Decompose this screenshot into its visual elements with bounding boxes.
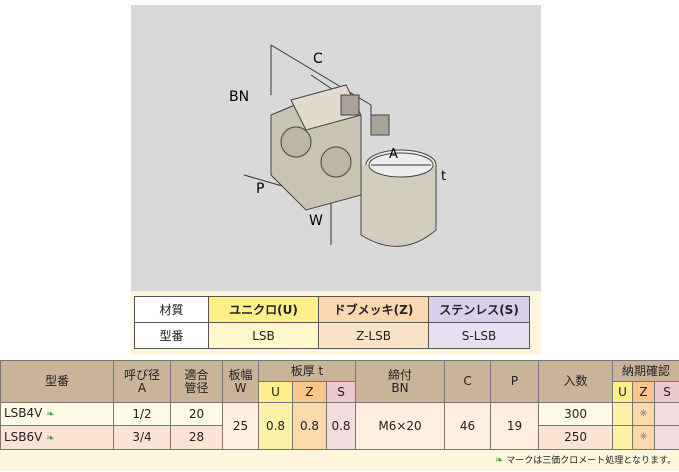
material-u: ユニクロ(U) (209, 297, 319, 323)
model-z: Z-LSB (319, 323, 429, 349)
qty-cell: 300 (539, 403, 613, 426)
header-t-s: S (327, 382, 356, 403)
leaf-icon: ❧ (46, 409, 54, 420)
footnote-text: マークは三価クロメート処理となります。 (506, 456, 676, 466)
header-qty: 入数 (539, 361, 613, 403)
p-cell: 19 (491, 403, 539, 450)
thickness-z-cell: 0.8 (293, 403, 327, 450)
label-t: t (441, 169, 446, 184)
header-pipe: 適合管径 (171, 361, 223, 403)
label-a: A (389, 147, 398, 162)
material-s: ステンレス(S) (429, 297, 530, 323)
material-z: ドブメッキ(Z) (319, 297, 429, 323)
pipe-cell: 28 (171, 426, 223, 450)
delivery-z-cell: ※ (633, 426, 655, 450)
thickness-s-cell: 0.8 (327, 403, 356, 450)
label-c: C (313, 51, 323, 67)
nominal-cell: 1/2 (114, 403, 171, 426)
delivery-u-cell (613, 403, 633, 426)
header-thickness: 板厚 t (259, 361, 356, 382)
delivery-u-cell (613, 426, 633, 450)
material-header: 材質 (135, 297, 209, 323)
leaf-icon: ❧ (495, 455, 503, 466)
qty-cell: 250 (539, 426, 613, 450)
model-s: S-LSB (429, 323, 530, 349)
header-d-s: S (655, 382, 679, 403)
header-model: 型番 (1, 361, 114, 403)
bolt-cell: M6×20 (356, 403, 445, 450)
header-delivery: 納期確認 (613, 361, 679, 382)
width-cell: 25 (223, 403, 259, 450)
thickness-u-cell: 0.8 (259, 403, 293, 450)
header-t-z: Z (293, 382, 327, 403)
delivery-s-cell (655, 403, 679, 426)
header-d-z: Z (633, 382, 655, 403)
table-row: LSB4V ❧ 1/2 20 25 0.8 0.8 0.8 M6×20 46 1… (1, 403, 679, 426)
c-cell: 46 (445, 403, 491, 450)
clamp-drawing: C BN A t P W (131, 5, 541, 291)
delivery-s-cell (655, 426, 679, 450)
footnote: ❧ マークは三価クロメート処理となります。 (0, 450, 679, 471)
material-table: 材質 ユニクロ(U) ドブメッキ(Z) ステンレス(S) 型番 LSB Z-LS… (134, 296, 530, 349)
model-u: LSB (209, 323, 319, 349)
label-bn: BN (229, 89, 249, 105)
model-cell: LSB4V ❧ (1, 403, 114, 426)
header-t-u: U (259, 382, 293, 403)
leaf-icon: ❧ (46, 433, 54, 444)
header-p: P (491, 361, 539, 403)
model-header: 型番 (135, 323, 209, 349)
model-cell: LSB6V ❧ (1, 426, 114, 450)
label-p: P (256, 181, 264, 197)
delivery-z-cell: ※ (633, 403, 655, 426)
label-w: W (309, 213, 323, 229)
nominal-cell: 3/4 (114, 426, 171, 450)
product-diagram: C BN A t P W (131, 5, 541, 291)
header-c: C (445, 361, 491, 403)
pipe-cell: 20 (171, 403, 223, 426)
header-d-u: U (613, 382, 633, 403)
